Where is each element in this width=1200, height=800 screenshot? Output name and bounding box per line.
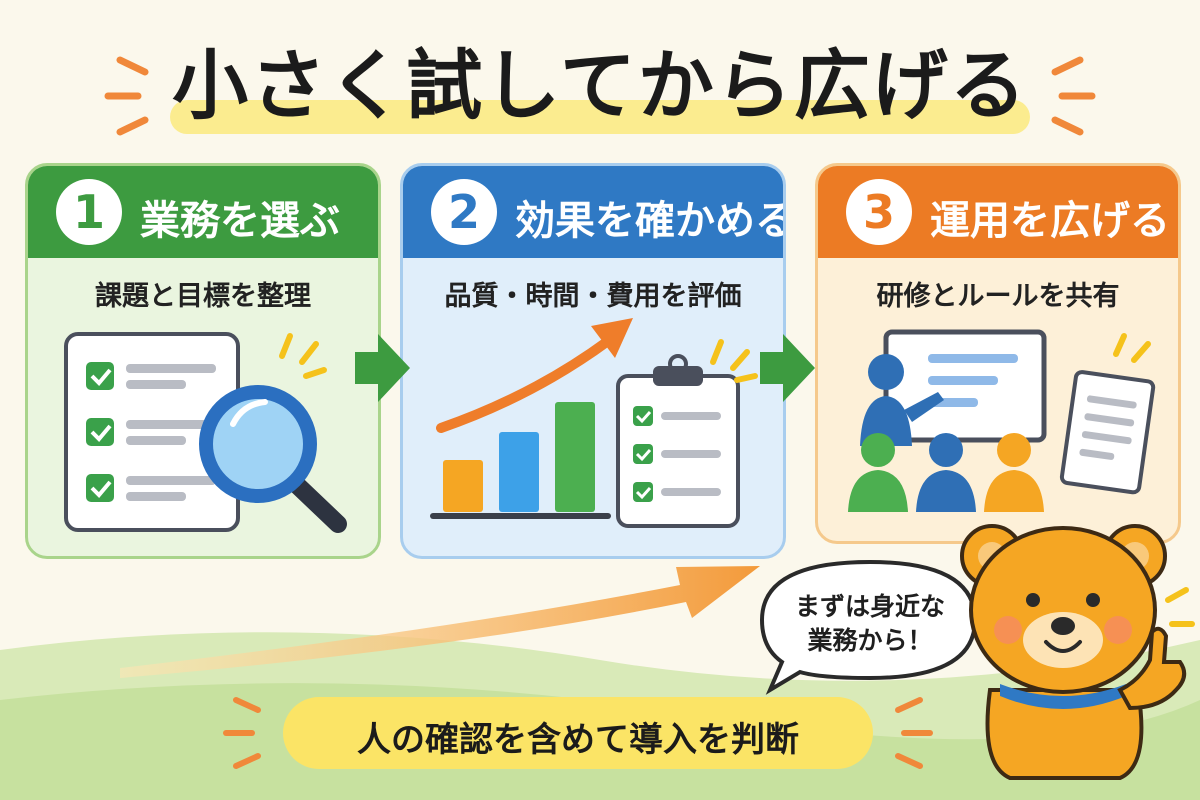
arrow-right-icon (355, 334, 815, 402)
step-2-subtitle: 品質・時間・費用を評価 (444, 281, 742, 312)
training-illustration (848, 329, 1156, 512)
audience-icon (848, 433, 1044, 512)
speech-line-2: 業務から！ (807, 626, 933, 655)
step-2-label: 効果を確かめる (515, 198, 786, 244)
step-3-badge: 3 (846, 179, 912, 245)
clipboard-icon (616, 354, 740, 528)
checklist-illustration (64, 332, 347, 533)
thumbs-up-icon (1117, 626, 1187, 711)
checkbox-icon (86, 362, 114, 502)
bottom-message: 人の確認を含めて導入を判断 (357, 720, 799, 760)
step-panel-3: 3 運用を広げる 研修とルールを共有 (815, 163, 1181, 544)
magnifier-icon (199, 385, 347, 533)
step-1-badge: 1 (56, 179, 122, 245)
title-highlight-band (170, 100, 1030, 134)
presenter-icon (860, 354, 944, 446)
step-panel-1: 1 業務を選ぶ 課題と目標を整理 (25, 163, 381, 559)
step-panel-2: 2 効果を確かめる 品質・時間・費用を評価 (400, 163, 786, 559)
step-1-label: 業務を選ぶ (140, 198, 340, 244)
growth-chart-illustration (430, 318, 758, 528)
speech-bubble-text: まずは身近な 業務から！ (772, 590, 968, 658)
document-icon (1059, 370, 1156, 495)
step-1-subtitle: 課題と目標を整理 (95, 281, 311, 312)
step-2-badge: 2 (431, 179, 497, 245)
step-3-subtitle: 研修とルールを共有 (876, 281, 1120, 312)
bottom-message-pill (283, 697, 873, 769)
step-3-label: 運用を広げる (930, 198, 1170, 244)
speech-line-1: まずは身近な (794, 592, 945, 621)
page-title: 小さく試してから広げる (172, 41, 1028, 130)
